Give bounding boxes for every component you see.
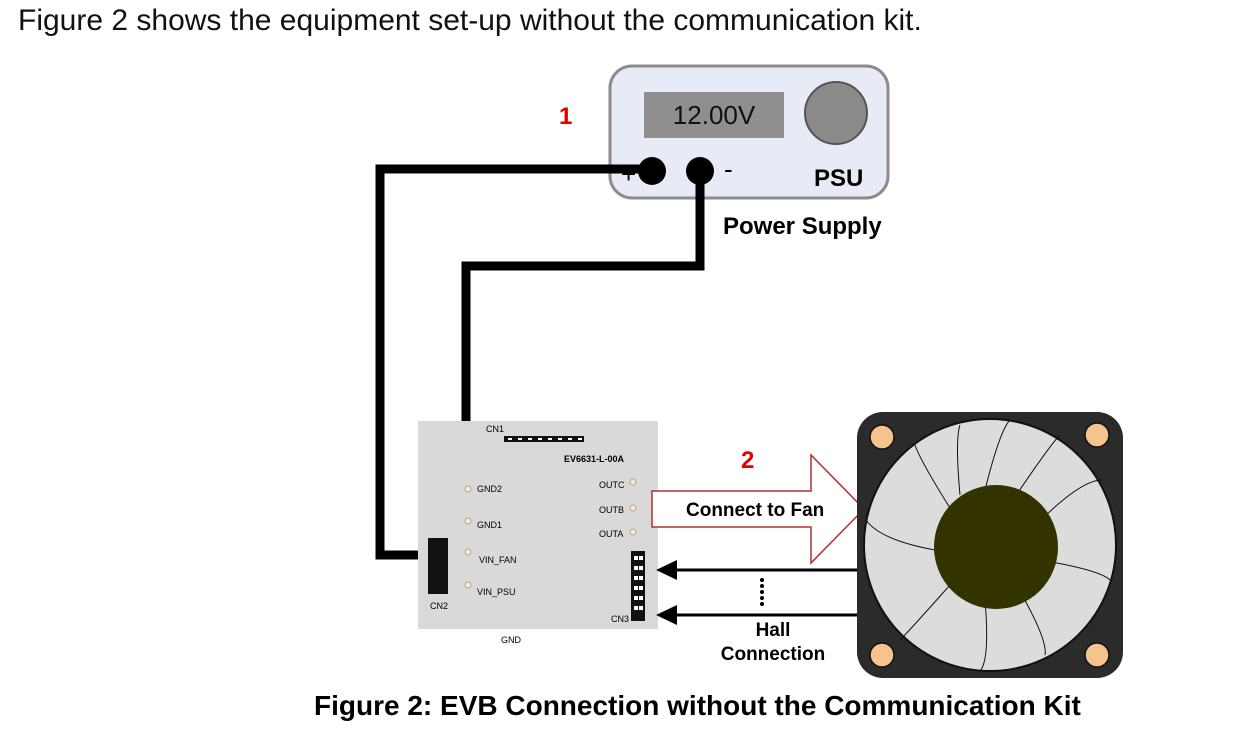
cn1-header: [504, 436, 584, 442]
fan-screw-top-right: [1084, 422, 1110, 448]
pin-vin-fan-label: VIN_FAN: [479, 555, 517, 565]
fan-screw-bottom-left: [869, 642, 895, 668]
psu-badge: PSU: [814, 165, 863, 192]
pin-gnd2-label: GND2: [477, 484, 502, 494]
psu-positive-terminal[interactable]: [638, 157, 666, 185]
psu-knob[interactable]: [804, 81, 868, 145]
gnd2-pad: [464, 485, 472, 493]
vin-psu-pad: [464, 581, 472, 589]
board-gnd-label: GND: [501, 635, 522, 645]
pin-outc-label: OUTC: [599, 480, 625, 490]
fan-hub: [934, 485, 1058, 609]
intro-text: Figure 2 shows the equipment set-up with…: [18, 4, 922, 37]
outb-pad: [629, 504, 637, 512]
fan-blades: [865, 419, 1111, 672]
psu-display: [644, 92, 784, 138]
fan-screw-bottom-right: [1084, 642, 1110, 668]
cn3-connector: [631, 551, 645, 621]
board-part-number: EV6631-L-00A: [564, 454, 625, 464]
outa-pad: [629, 528, 637, 536]
vin-fan-pad: [464, 548, 472, 556]
power-supply-unit: 12.00V + - PSU: [608, 64, 890, 200]
step-1-number: 1: [559, 103, 572, 130]
pin-gnd1-label: GND1: [477, 520, 502, 530]
connect-to-fan-label: Connect to Fan: [686, 500, 824, 521]
step-2-number: 2: [741, 447, 754, 474]
psu-minus-symbol: -: [724, 154, 733, 184]
power-supply-label: Power Supply: [723, 213, 882, 240]
cn1-label: CN1: [486, 424, 504, 434]
psu-display-value: 12.00V: [673, 100, 756, 130]
figure-caption: Figure 2: EVB Connection without the Com…: [314, 690, 1081, 721]
hall-label-line2: Connection: [721, 644, 826, 665]
board-body: [418, 421, 658, 629]
hall-arrowhead-lower: [656, 605, 677, 625]
outc-pad: [629, 478, 637, 486]
hall-ellipsis-dots: [760, 578, 764, 606]
cn2-connector: [428, 538, 448, 594]
connect-to-fan-arrow: [651, 453, 866, 565]
psu-plus-symbol: +: [621, 159, 636, 189]
cn2-label: CN2: [430, 601, 448, 611]
fan-screw-top-left: [869, 424, 895, 450]
pin-vin-psu-label: VIN_PSU: [477, 587, 516, 597]
psu-negative-terminal[interactable]: [686, 157, 714, 185]
pin-outa-label: OUTA: [599, 529, 623, 539]
negative-wire: [430, 172, 705, 498]
fan: [857, 412, 1123, 678]
cn3-label: CN3: [611, 614, 629, 624]
hall-label-line1: Hall: [756, 620, 791, 641]
gnd1-pad: [464, 517, 472, 525]
positive-wire: [375, 164, 652, 591]
evaluation-board: CN1 EV6631-L-00A GND2 GND1 VIN_FAN VIN_P…: [418, 421, 658, 645]
hall-arrowhead-upper: [656, 560, 677, 580]
pin-outb-label: OUTB: [599, 505, 624, 515]
